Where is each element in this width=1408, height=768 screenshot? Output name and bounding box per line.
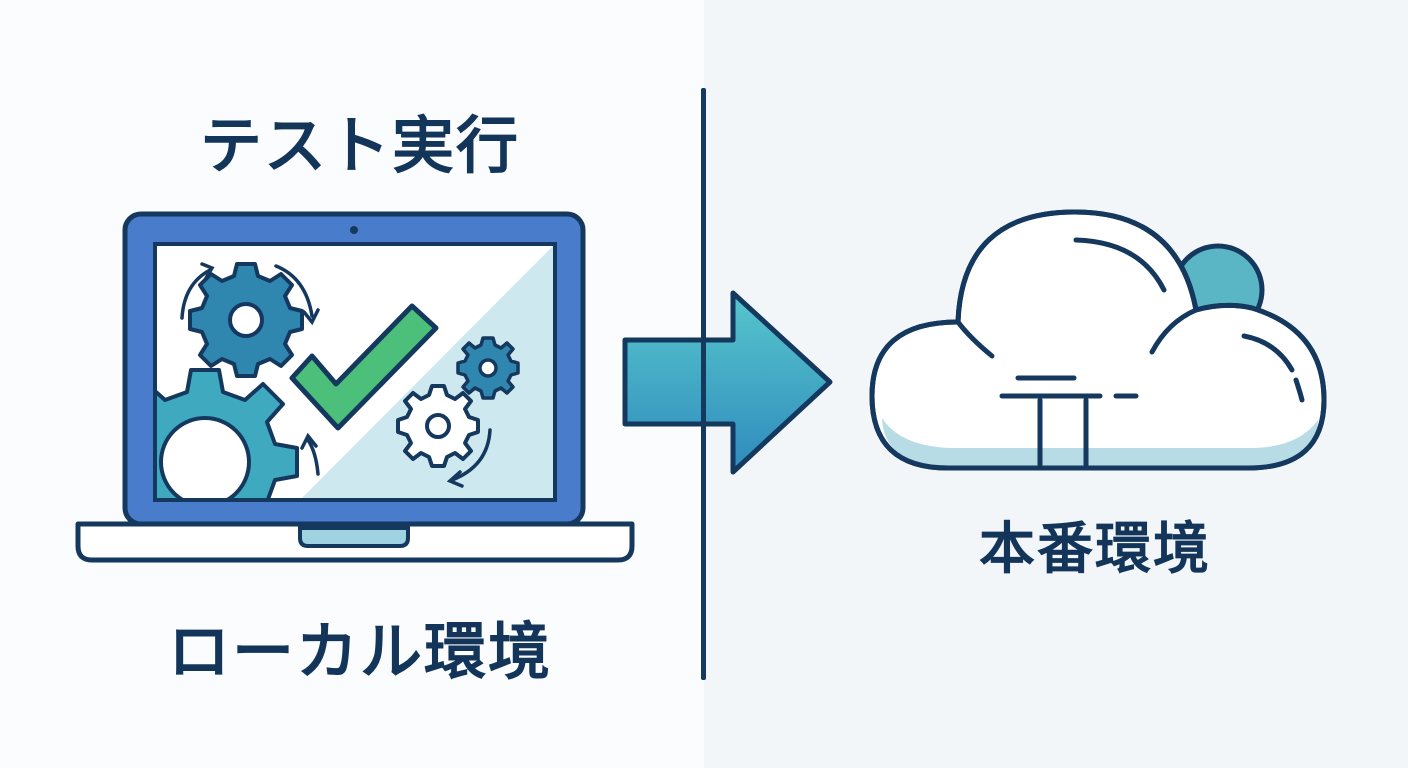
cloud-icon — [869, 209, 1327, 471]
local-environment-label: ローカル環境 — [167, 615, 552, 688]
rotate-arrow-icon — [180, 262, 320, 326]
gear-icon — [456, 336, 520, 400]
test-execution-title: テスト実行 — [199, 109, 520, 182]
gear-icon — [188, 262, 304, 378]
gear-icon — [155, 368, 299, 500]
laptop-icon — [75, 211, 635, 563]
screen-diagonal-tint — [300, 244, 555, 500]
arrow-right-icon — [622, 290, 833, 475]
production-environment-label: 本番環境 — [979, 517, 1211, 582]
laptop-camera — [350, 226, 358, 234]
laptop-notch — [298, 526, 410, 548]
gear-icon — [396, 384, 480, 468]
check-icon — [289, 303, 439, 431]
rotate-arrow-icon — [300, 428, 492, 488]
